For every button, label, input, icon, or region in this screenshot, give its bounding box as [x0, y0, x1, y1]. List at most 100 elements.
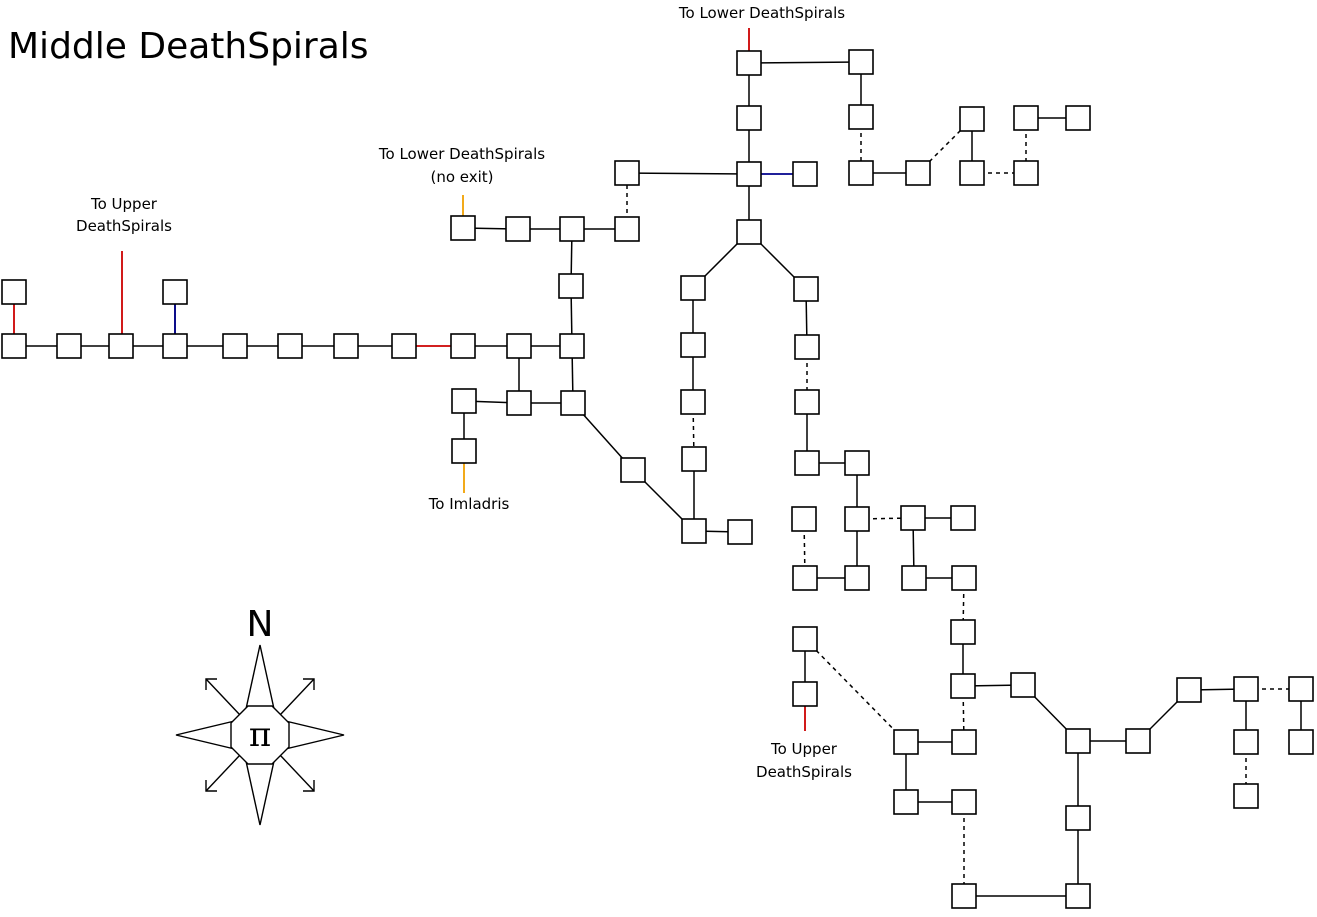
room-box	[844, 506, 870, 532]
room-box	[560, 390, 586, 416]
room-box	[792, 161, 818, 187]
page-title: Middle DeathSpirals	[8, 26, 369, 67]
room-box	[333, 333, 359, 359]
room-box	[1233, 729, 1259, 755]
room-box	[277, 333, 303, 359]
room-box	[1288, 729, 1314, 755]
room-box	[108, 333, 134, 359]
room-box	[1233, 676, 1259, 702]
label-to-imladris: To Imladris	[428, 495, 510, 513]
room-box	[844, 450, 870, 476]
room-box	[848, 160, 874, 186]
room-box	[736, 161, 762, 187]
room-box	[1065, 805, 1091, 831]
room-box	[681, 518, 707, 544]
connection-dashed-line	[804, 638, 907, 743]
room-box	[56, 333, 82, 359]
compass-rose: N π	[175, 604, 345, 826]
room-box	[1065, 728, 1091, 754]
room-box	[848, 49, 874, 75]
room-box	[620, 457, 646, 483]
label-to-upper-deathspirals-left-1: To Upper	[90, 195, 158, 213]
room-box	[222, 333, 248, 359]
room-box	[727, 519, 753, 545]
room-box	[792, 681, 818, 707]
room-box	[451, 438, 477, 464]
room-box	[848, 104, 874, 130]
label-to-lower-deathspirals-mid: To Lower DeathSpirals	[378, 145, 545, 163]
compass-diagonal-arrows-icon	[205, 678, 315, 792]
room-box	[951, 883, 977, 909]
room-box	[794, 334, 820, 360]
room-box	[506, 390, 532, 416]
room-box	[1013, 105, 1039, 131]
room-box	[506, 333, 532, 359]
room-box	[893, 729, 919, 755]
room-box	[792, 565, 818, 591]
room-box	[558, 273, 584, 299]
room-box	[950, 619, 976, 645]
room-box	[680, 275, 706, 301]
compass-octagon-icon	[230, 705, 290, 765]
room-box	[736, 50, 762, 76]
room-box	[505, 216, 531, 242]
room-box	[1, 333, 27, 359]
room-box	[559, 216, 585, 242]
room-box	[1125, 728, 1151, 754]
room-box	[1288, 676, 1314, 702]
room-box	[1065, 883, 1091, 909]
room-box	[1013, 160, 1039, 186]
room-box	[680, 332, 706, 358]
room-box	[844, 565, 870, 591]
connection-line	[748, 61, 862, 64]
pi-symbol-icon: π	[249, 715, 271, 755]
exit-labels: To Lower DeathSpirals To Lower DeathSpir…	[76, 4, 852, 781]
label-to-upper-deathspirals-right-2: DeathSpirals	[756, 763, 852, 781]
exit-lines	[13, 28, 806, 731]
room-box	[959, 160, 985, 186]
room-box	[559, 333, 585, 359]
room-box	[900, 505, 926, 531]
room-box	[893, 789, 919, 815]
room-box	[905, 160, 931, 186]
room-box	[791, 506, 817, 532]
room-box	[950, 505, 976, 531]
room-box	[736, 219, 762, 245]
room-box	[614, 160, 640, 186]
room-box	[680, 389, 706, 415]
room-box	[959, 106, 985, 132]
room-box	[1233, 783, 1259, 809]
room-box	[681, 446, 707, 472]
room-box	[162, 333, 188, 359]
label-no-exit: (no exit)	[430, 168, 493, 186]
connections	[14, 61, 1302, 897]
room-box	[793, 276, 819, 302]
room-box	[950, 673, 976, 699]
room-box	[450, 215, 476, 241]
room-box	[1176, 677, 1202, 703]
room-box	[794, 389, 820, 415]
room-box	[614, 216, 640, 242]
room-box	[951, 729, 977, 755]
room-box	[794, 450, 820, 476]
room-box	[1, 279, 27, 305]
room-box	[1065, 105, 1091, 131]
room-box	[391, 333, 417, 359]
room-box	[792, 626, 818, 652]
room-box	[736, 105, 762, 131]
compass-north-label: N	[247, 604, 274, 645]
room-box	[1010, 672, 1036, 698]
room-box	[951, 565, 977, 591]
room-box	[951, 789, 977, 815]
label-to-lower-deathspirals-top: To Lower DeathSpirals	[678, 4, 845, 22]
room-box	[901, 565, 927, 591]
room-box	[162, 279, 188, 305]
room-box	[451, 388, 477, 414]
label-to-upper-deathspirals-right-1: To Upper	[770, 740, 838, 758]
connection-line	[626, 172, 750, 175]
rooms	[1, 49, 1314, 909]
room-box	[450, 333, 476, 359]
label-to-upper-deathspirals-left-2: DeathSpirals	[76, 217, 172, 235]
